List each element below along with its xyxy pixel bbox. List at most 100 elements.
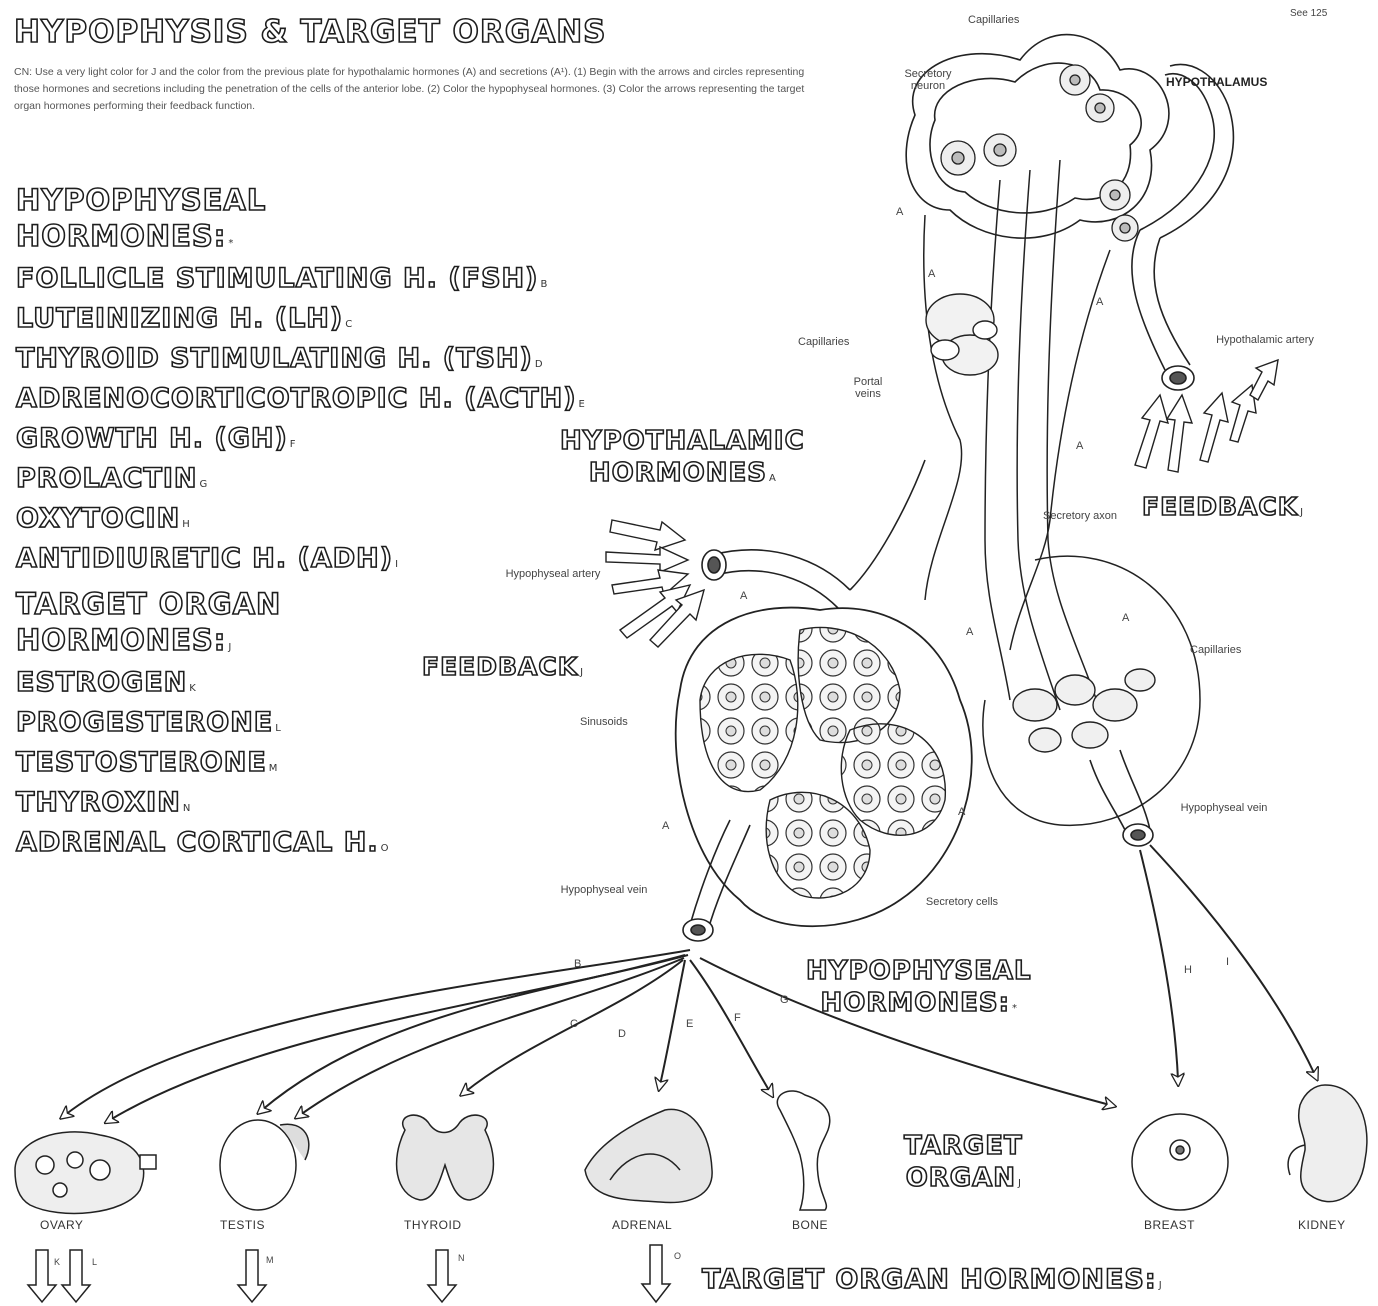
hormone-subscript: I (395, 559, 398, 570)
target-hormone-item: ADRENAL CORTICAL H.O (16, 826, 585, 866)
label-a-3: A (1096, 296, 1103, 308)
target-hormone-arrows (28, 1245, 670, 1302)
hypothalamic-hormones-subscript: A (769, 473, 776, 484)
label-hypophyseal-artery: Hypophyseal artery (498, 568, 608, 580)
hormone-name: LUTEINIZING H. (LH) (16, 303, 343, 334)
organ-label-ovary: OVARY (40, 1218, 83, 1232)
hormone-subscript: D (535, 359, 543, 370)
hormone-name: THYROID STIMULATING H. (TSH) (16, 343, 533, 374)
organ-label-bone: BONE (792, 1218, 828, 1232)
hypophyseal-hormone-legend: HYPOPHYSEAL HORMONES: * FOLLICLE STIMULAT… (16, 182, 585, 866)
target-organ-line2-wrap: ORGANJ (904, 1162, 1023, 1200)
label-capillaries-right: Capillaries (1190, 644, 1241, 656)
legend-heading-line1: HYPOPHYSEAL (16, 183, 266, 217)
legend-heading-subscript: * (228, 238, 233, 249)
coloring-instructions: CN: Use a very light color for J and the… (14, 64, 824, 115)
hormone-subscript: C (345, 319, 352, 330)
label-hypothalamic-artery: Hypothalamic artery (1206, 334, 1324, 346)
feedback-arrows-left (606, 520, 704, 647)
label-a-2: A (928, 268, 935, 280)
posterior-capillaries (1013, 669, 1155, 752)
hormone-item: LUTEINIZING H. (LH)C (16, 302, 585, 342)
hormone-distribution-arrows (65, 845, 1315, 1120)
hypothalamus-region (906, 35, 1169, 239)
organ-label-thyroid: THYROID (404, 1218, 462, 1232)
breast-drawing (1132, 1114, 1228, 1210)
target-organ-hormones-text: TARGET ORGAN HORMONES: (702, 1264, 1157, 1295)
hormone-name: OXYTOCIN (16, 503, 180, 534)
label-a-7: A (1122, 612, 1129, 624)
target-hormone-name: THYROXIN (16, 787, 181, 818)
label-a-1: A (896, 206, 903, 218)
target-hormone-name: TESTOSTERONE (16, 747, 267, 778)
testis-drawing (220, 1120, 309, 1210)
arrow-letter-b: B (574, 958, 581, 970)
organ-label-testis: TESTIS (220, 1218, 265, 1232)
hormone-name: PROLACTIN (16, 463, 198, 494)
feedback-label-right: FEEDBACKJ (1142, 492, 1303, 521)
bottom-letter-k: K (54, 1256, 60, 1268)
organ-label-breast: BREAST (1144, 1218, 1195, 1232)
label-portal-veins: Portal veins (848, 376, 888, 400)
target-organ-subscript: J (1018, 1178, 1021, 1189)
bone-drawing (777, 1091, 829, 1210)
organ-label-kidney: KIDNEY (1298, 1218, 1346, 1232)
hormone-subscript: E (579, 399, 585, 410)
arrow-letter-g: G (780, 994, 789, 1006)
target-hormone-subscript: N (183, 803, 190, 814)
hormone-item: THYROID STIMULATING H. (TSH)D (16, 342, 585, 382)
label-a-4: A (1076, 440, 1083, 452)
hormone-name: GROWTH H. (GH) (16, 423, 288, 454)
see-reference: See 125 (1290, 8, 1327, 20)
label-secretory-cells: Secretory cells (922, 896, 1002, 908)
label-a-8: A (958, 806, 965, 818)
target-hormone-name: ESTROGEN (16, 667, 187, 698)
hormone-subscript: F (290, 439, 296, 450)
target-legend-subscript: J (228, 642, 231, 653)
feedback-right-text: FEEDBACK (1142, 492, 1298, 521)
bottom-letter-o: O (674, 1250, 681, 1262)
label-capillaries-left: Capillaries (798, 336, 849, 348)
label-hypothalamus: HYPOTHALAMUS (1166, 76, 1267, 88)
adrenal-drawing (585, 1109, 712, 1202)
arrow-letter-d: D (618, 1028, 626, 1040)
bottom-letter-l: L (92, 1256, 97, 1268)
target-hormone-name: ADRENAL CORTICAL H. (16, 827, 379, 858)
arrow-letter-c: C (570, 1018, 578, 1030)
feedback-left-subscript: J (580, 667, 583, 678)
plate-title: HYPOPHYSIS & TARGET ORGANS (14, 14, 606, 50)
label-sinusoids: Sinusoids (580, 716, 628, 728)
label-a-9: A (662, 820, 669, 832)
pituitary-stalk (924, 160, 1110, 710)
target-hormone-subscript: M (269, 763, 278, 774)
hypophyseal-hormones-line1: HYPOPHYSEAL (806, 955, 1032, 987)
arrow-letter-f: F (734, 1012, 741, 1024)
target-hormone-subscript: K (189, 683, 196, 694)
arrow-letter-e: E (686, 1018, 693, 1030)
label-secretory-neuron: Secretory neuron (892, 68, 964, 92)
legend-heading: HYPOPHYSEAL (16, 182, 585, 218)
hypophyseal-hormones-line2: HORMONES: (821, 988, 1011, 1018)
target-legend-heading-line2: HORMONES: (16, 623, 226, 657)
target-hormone-item: TESTOSTERONEM (16, 746, 585, 786)
hypophyseal-vein-right (1090, 750, 1153, 846)
target-organ-line2: ORGAN (906, 1163, 1016, 1193)
hypothalamic-hormones-line1: HYPOTHALAMIC (560, 425, 805, 457)
hypothalamic-hormones-line2: HORMONES (589, 458, 767, 488)
label-a-5: A (740, 590, 747, 602)
feedback-arrows-right (1135, 360, 1278, 472)
hypophyseal-hormones-line2-wrap: HORMONES:* (806, 987, 1032, 1025)
label-secretory-axon: Secretory axon (1040, 510, 1120, 522)
hormone-name: ANTIDIURETIC H. (ADH) (16, 543, 393, 574)
hormone-subscript: B (540, 279, 547, 290)
hormone-item: FOLLICLE STIMULATING H. (FSH)B (16, 262, 585, 302)
target-legend-heading: TARGET ORGAN (16, 586, 585, 622)
hormone-item: ADRENOCORTICOTROPIC H. (ACTH)E (16, 382, 585, 422)
target-legend-heading-line1: TARGET ORGAN (16, 587, 281, 621)
hypophyseal-hormones-subscript: * (1012, 1003, 1017, 1014)
target-hormone-subscript: O (381, 843, 389, 854)
